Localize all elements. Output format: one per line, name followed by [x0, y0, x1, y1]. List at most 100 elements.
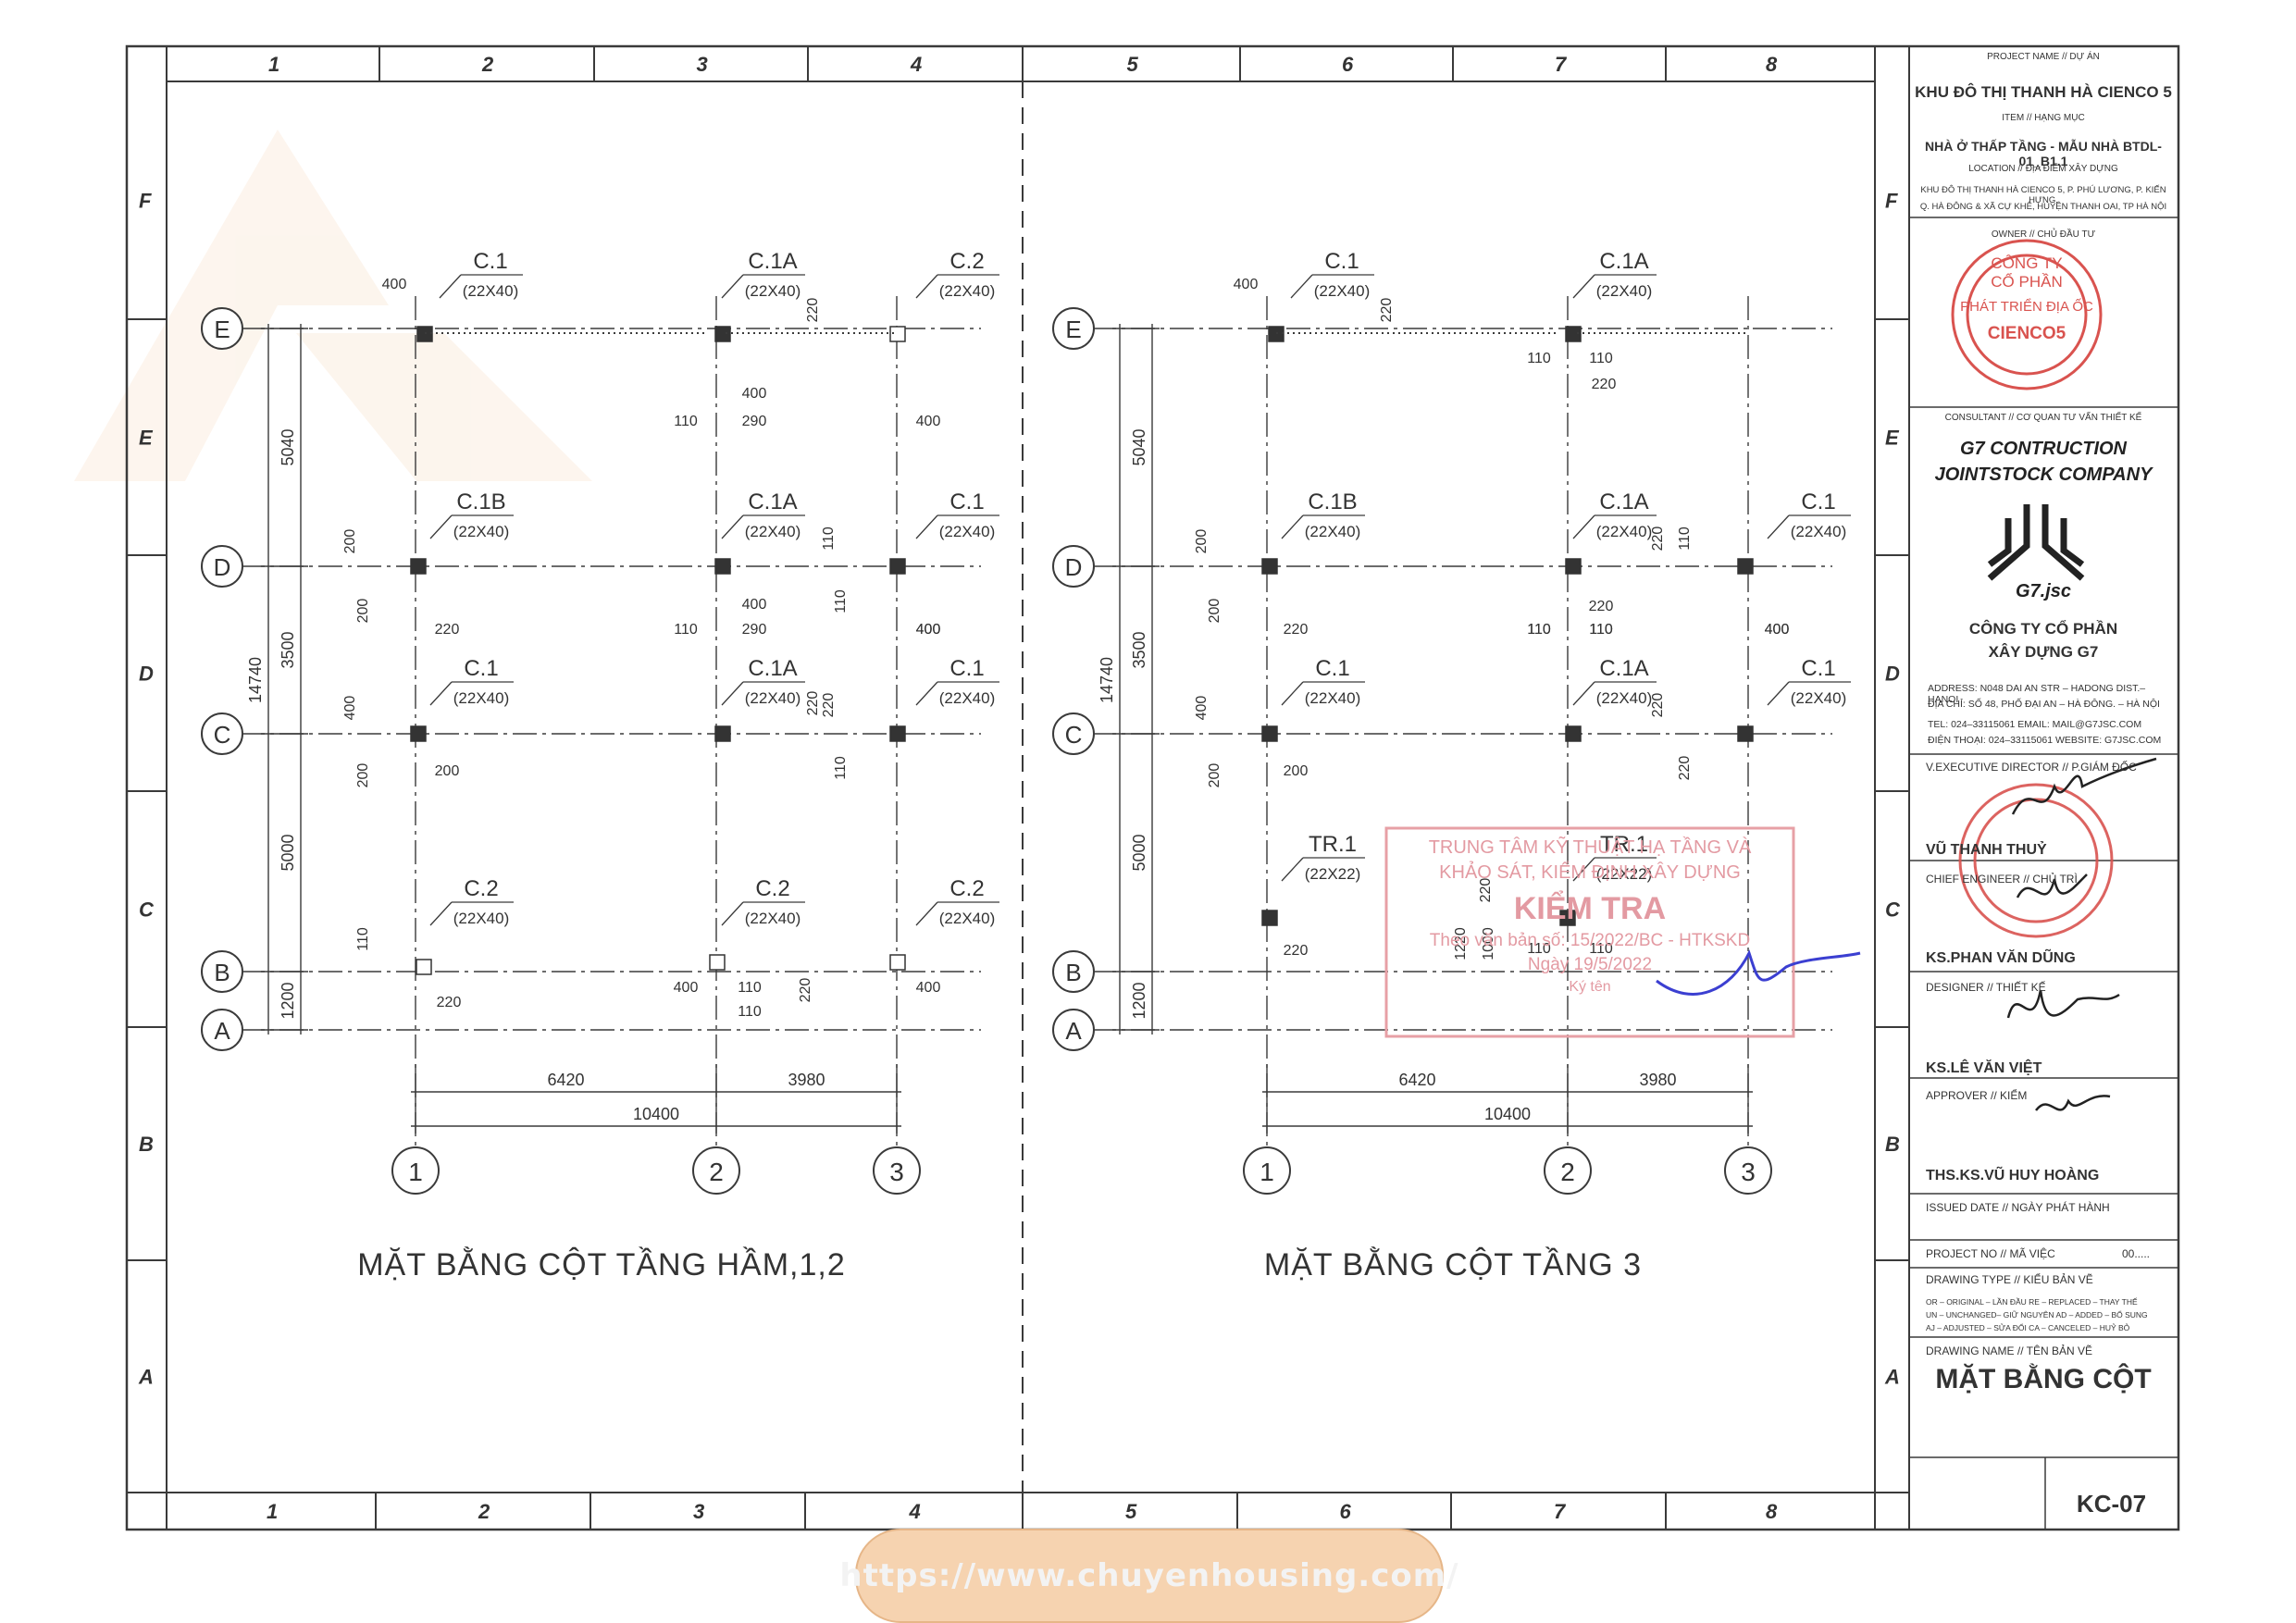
column-label: C.1A	[1599, 489, 1648, 514]
project-no-label: PROJECT NO // MÃ VIỆC	[1926, 1247, 2055, 1260]
drawing-type-line2: UN – UNCHANGED– GIỮ NGUYÊN AD – ADDED – …	[1926, 1310, 2148, 1319]
column-mark	[1261, 725, 1278, 742]
signatures	[2006, 757, 2157, 1111]
small-dimension: 220	[435, 622, 460, 638]
column-size: (22X40)	[1791, 689, 1846, 707]
zone-bottom-8: 8	[1766, 1500, 1778, 1523]
axis-bubble-A: A	[214, 1017, 230, 1045]
tel-line2: ĐIỆN THOẠI: 024–33115061 WEBSITE: G7JSC.…	[1928, 735, 2162, 746]
zone-bottom-2: 2	[478, 1500, 490, 1523]
small-dimension: 200	[342, 529, 358, 554]
owner-stamp	[1951, 239, 2103, 390]
small-dimension: 110	[1589, 622, 1613, 638]
axis-bubble-3: 3	[889, 1158, 904, 1186]
axis-bubble-E: E	[214, 316, 230, 343]
small-dimension: 110	[1527, 622, 1551, 638]
zone-top-5: 5	[1127, 53, 1139, 76]
column-mark	[416, 959, 432, 975]
small-dimension: 220	[798, 978, 813, 1003]
small-dimension: 110	[821, 527, 837, 551]
column-mark	[889, 558, 906, 575]
column-size: (22X40)	[939, 689, 995, 707]
left-dimension: 3500	[279, 631, 297, 668]
small-dimension: 220	[805, 691, 821, 716]
drawing-type-line1: OR – ORIGINAL – LẦN ĐẦU RE – REPLACED – …	[1926, 1297, 2138, 1307]
zone-right-D: D	[1885, 663, 1900, 686]
small-dimension: 400	[916, 622, 941, 638]
owner-stamp-text: CÔNG TY CỔ PHẦN PHÁT TRIỂN ĐỊA ỐC CIENCO…	[1953, 254, 2101, 344]
bottom-total-dimension: 10400	[633, 1105, 679, 1123]
chief-label: CHIEF ENGINEER // CHỦ TRÌ	[1926, 873, 2078, 886]
axis-bubble-1: 1	[408, 1158, 423, 1186]
column-mark	[1737, 725, 1754, 742]
column-label: C.1A	[1599, 249, 1648, 274]
small-dimension: 220	[805, 298, 821, 323]
check-stamp-line5: Ngày 19/5/2022	[1527, 955, 1653, 974]
column-mark	[889, 954, 906, 971]
zone-bottom-6: 6	[1340, 1500, 1352, 1523]
zone-top-4: 4	[910, 53, 922, 76]
small-dimension: 200	[1207, 599, 1222, 624]
bottom-dimension: 6420	[1398, 1071, 1435, 1089]
background-logo-watermark	[74, 130, 592, 481]
zone-top-6: 6	[1342, 53, 1354, 76]
column-mark	[1737, 558, 1754, 575]
project-name: KHU ĐÔ THỊ THANH HÀ CIENCO 5	[1915, 83, 2172, 101]
zone-top-7: 7	[1555, 53, 1568, 76]
website-watermark[interactable]: https://www.chuyenhousing.com/	[839, 1529, 1458, 1623]
consultant-line1: G7 CONTRUCTION	[1960, 439, 2127, 459]
small-dimension: 220	[1478, 878, 1494, 903]
column-mark	[410, 725, 427, 742]
small-dimension: 400	[742, 597, 767, 613]
bottom-total-dimension: 10400	[1484, 1105, 1531, 1123]
approver-label: APPROVER // KIỂM	[1926, 1089, 2028, 1102]
column-label: C.1A	[748, 656, 797, 681]
column-label: C.1	[1324, 249, 1359, 274]
zone-right-B: B	[1885, 1133, 1900, 1156]
check-stamp-line3: KIỂM TRA	[1513, 891, 1667, 926]
left-dimension: 1200	[279, 982, 297, 1019]
column-mark	[1261, 558, 1278, 575]
owner-label: OWNER // CHỦ ĐẦU TƯ	[1991, 229, 2096, 240]
column-label: C.1B	[456, 489, 505, 514]
column-size: (22X40)	[1596, 282, 1652, 300]
small-dimension: 110	[674, 414, 698, 429]
zone-top-2: 2	[481, 53, 494, 76]
column-label: TR.1	[1309, 832, 1357, 857]
small-dimension: 220	[821, 693, 837, 718]
location-label: LOCATION // ĐỊA ĐIỂM XÂY DỰNG	[1968, 164, 2118, 174]
small-dimension: 400	[916, 622, 941, 638]
item-value: NHÀ Ở THẤP TẦNG - MẪU NHÀ BTDL-01_B1.1	[1925, 139, 2162, 168]
column-label: C.2	[949, 876, 984, 901]
column-label: C.1A	[748, 249, 797, 274]
chief-name: KS.PHAN VĂN DŨNG	[1926, 950, 2076, 966]
small-dimension: 220	[437, 995, 462, 1010]
small-dimension: 400	[1765, 622, 1790, 638]
title-block: PROJECT NAME // DỰ ÁN KHU ĐÔ THỊ THANH H…	[1909, 46, 2178, 1529]
column-size: (22X40)	[453, 910, 509, 927]
column-size: (22X40)	[1596, 523, 1652, 540]
column-label: C.1	[473, 249, 507, 274]
axis-bubble-B: B	[214, 959, 230, 986]
zone-right-A: A	[1884, 1366, 1900, 1389]
zone-left-B: B	[139, 1133, 154, 1156]
zone-top-8: 8	[1766, 53, 1778, 76]
column-label: C.1	[1801, 489, 1835, 514]
column-label: C.2	[755, 876, 789, 901]
axis-bubble-E: E	[1065, 316, 1081, 343]
zone-left-F: F	[139, 190, 152, 213]
column-size: (22X40)	[463, 282, 518, 300]
issued-date-label: ISSUED DATE // NGÀY PHÁT HÀNH	[1926, 1201, 2110, 1214]
small-dimension: 110	[674, 622, 698, 638]
plan-title: MẶT BẰNG CỘT TẦNG 3	[1264, 1247, 1642, 1282]
small-dimension: 290	[742, 414, 767, 429]
left-dimension: 5000	[1130, 834, 1148, 871]
small-dimension: 110	[1527, 351, 1551, 366]
small-dimension: 400	[674, 980, 699, 996]
zone-right-E: E	[1885, 427, 1900, 450]
column-mark	[1565, 725, 1582, 742]
column-size: (22X40)	[1305, 523, 1360, 540]
column-mark	[889, 725, 906, 742]
